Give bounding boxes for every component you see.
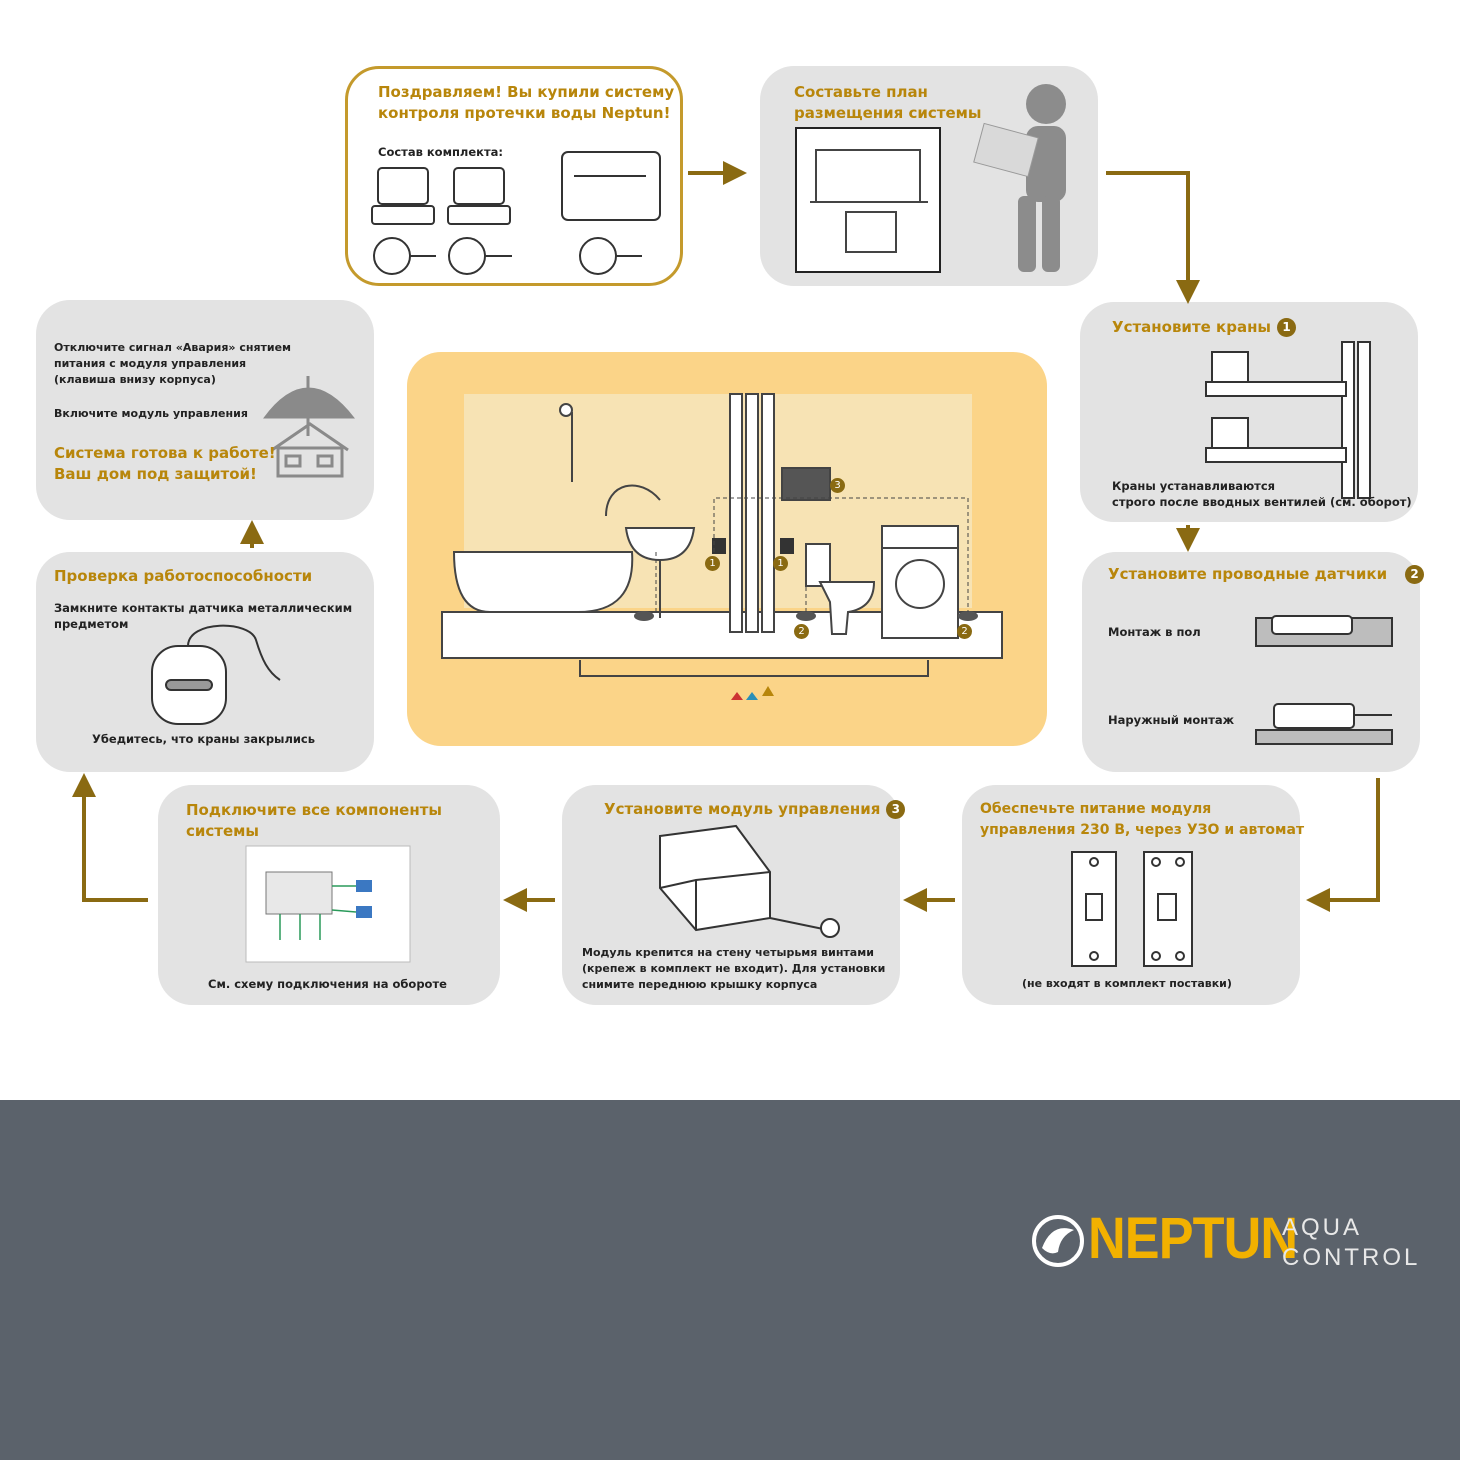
brand-sub-control: CONTROL bbox=[1282, 1244, 1421, 1271]
sink-icon bbox=[624, 527, 696, 618]
brand-name: NEPTUN bbox=[1088, 1206, 1298, 1271]
plan-paper-icon bbox=[973, 122, 1039, 178]
plan-sheet-icon bbox=[795, 127, 941, 273]
diagram-graphics bbox=[72, 84, 1393, 967]
step-card-power bbox=[962, 785, 1300, 1005]
pipes-icon bbox=[579, 393, 929, 677]
marker-sensor-2: 2 bbox=[957, 624, 972, 639]
marker-module: 3 bbox=[830, 478, 845, 493]
step6-note: Модуль крепится на стену четырьмя винтам… bbox=[582, 946, 886, 991]
pipe-color-markers bbox=[731, 686, 774, 700]
marker-sensor-1: 2 bbox=[794, 624, 809, 639]
wiring-diagram-icon bbox=[245, 845, 411, 963]
step8-note: Убедитесь, что краны закрылись bbox=[92, 732, 316, 746]
step3-badge: 1 bbox=[1277, 318, 1297, 337]
step7-note: См. схему подключения на обороте bbox=[208, 977, 447, 991]
control-module-icon bbox=[659, 824, 840, 938]
floor-mount-label: Монтаж в пол bbox=[1108, 625, 1201, 639]
step8-title: Проверка работоспособности bbox=[54, 567, 313, 585]
flow-arrows bbox=[72, 161, 1380, 912]
kit-module-icon bbox=[561, 151, 661, 221]
marker-valve-1: 1 bbox=[705, 556, 720, 571]
step9-ready: Система готова к работе!Ваш дом под защи… bbox=[54, 444, 276, 483]
kit-label: Состав комплекта: bbox=[378, 145, 503, 159]
center-module-icon bbox=[781, 467, 831, 501]
house-icon bbox=[271, 422, 349, 478]
step4-badge: 2 bbox=[1405, 565, 1425, 584]
arrow-7-8 bbox=[72, 773, 148, 902]
wiring-lines bbox=[655, 497, 969, 612]
kit-valve-icon bbox=[371, 167, 511, 225]
center-valve-icon bbox=[712, 538, 794, 554]
valve-installation-icon bbox=[1205, 341, 1371, 499]
arrow-2-3 bbox=[1106, 171, 1200, 304]
test-sensor-icon bbox=[151, 624, 281, 725]
marker-valve-2: 1 bbox=[773, 556, 788, 571]
circuit-breaker-icon bbox=[1071, 851, 1193, 967]
washing-machine-icon bbox=[881, 525, 959, 639]
step6-badge: 3 bbox=[886, 800, 906, 819]
arrow-4-5 bbox=[1306, 778, 1380, 912]
step5-note: (не входят в комплект поставки) bbox=[1022, 977, 1232, 990]
sensor-surface-icon bbox=[1255, 703, 1393, 745]
person-icon bbox=[1018, 84, 1066, 272]
shower-icon bbox=[559, 403, 661, 517]
surface-mount-label: Наружный монтаж bbox=[1108, 713, 1235, 727]
toilet-icon bbox=[805, 543, 876, 635]
step9-enable: Включите модуль управления bbox=[54, 407, 248, 420]
footer-bar bbox=[0, 1100, 1460, 1460]
bathtub-icon bbox=[452, 551, 634, 613]
brand-sub-aqua: AQUA bbox=[1282, 1214, 1363, 1241]
center-sensor-icon bbox=[634, 611, 978, 621]
kit-sensor-icon bbox=[373, 237, 642, 275]
sensor-floor-icon bbox=[1255, 615, 1393, 647]
